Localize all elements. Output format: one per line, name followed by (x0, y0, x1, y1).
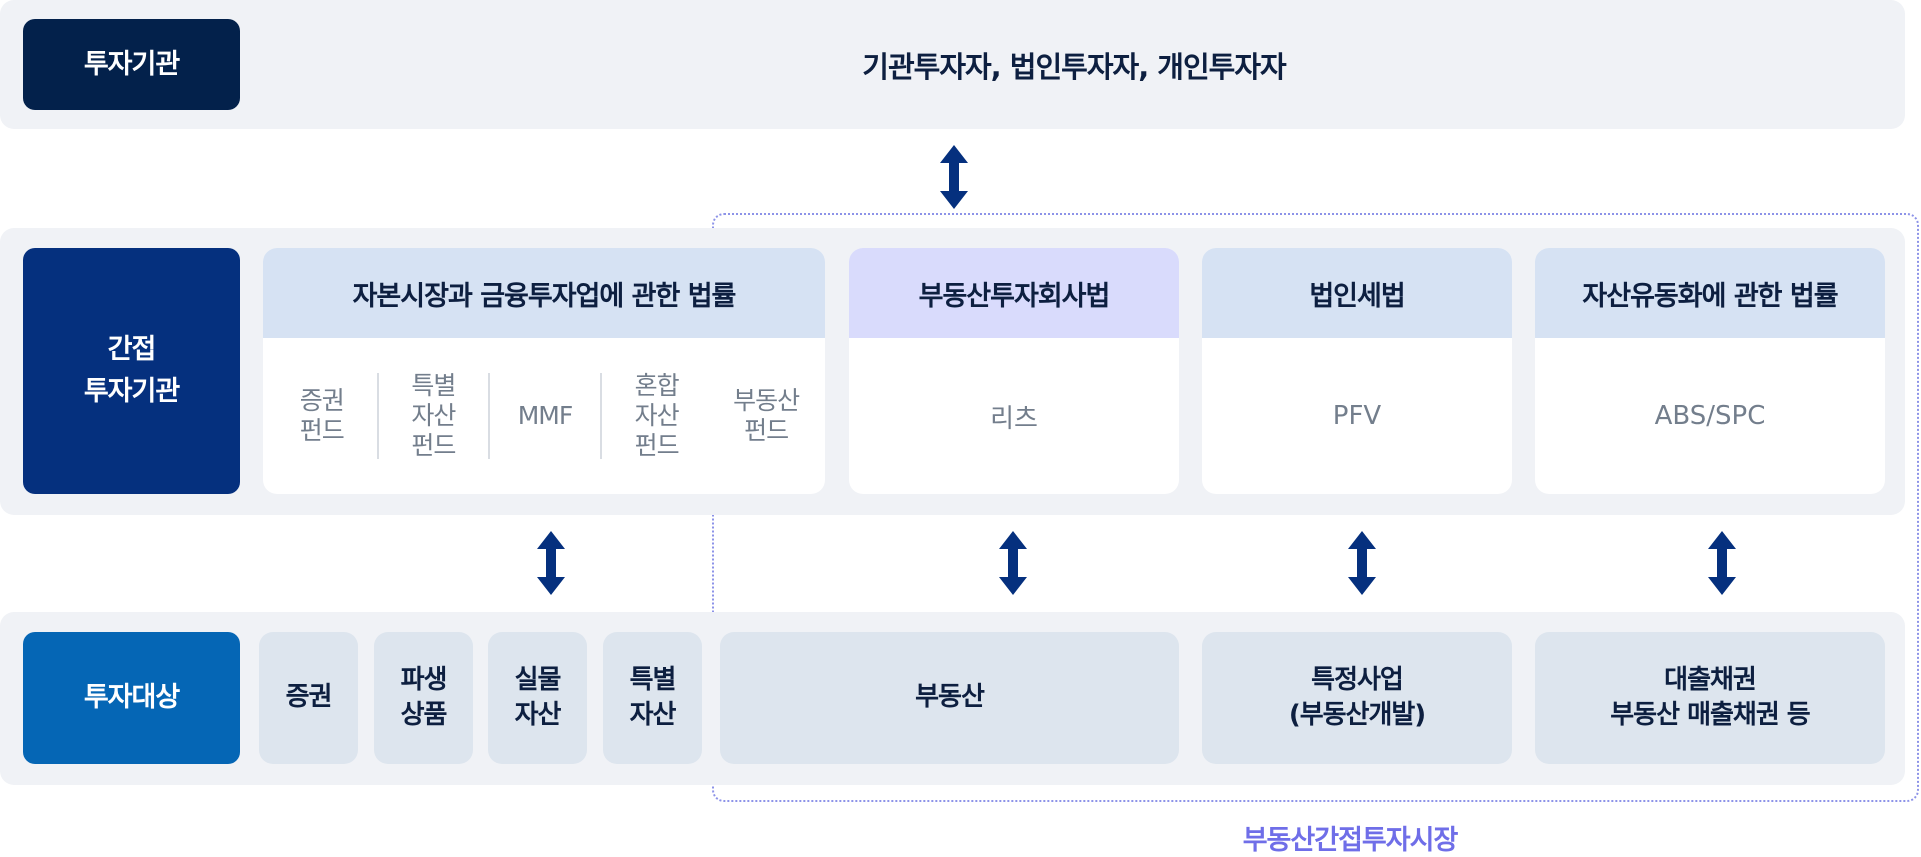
law-title: 자본시장과 금융투자업에 관한 법률 (263, 248, 825, 338)
vehicle-name: PFV (1332, 401, 1382, 431)
double-arrow-icon (537, 531, 565, 595)
law-title: 부동산투자회사법 (849, 248, 1179, 338)
target-row-label: 투자대상 (23, 632, 240, 764)
fund-item: 증권 펀드 (299, 386, 345, 445)
law-title: 법인세법 (1202, 248, 1512, 338)
target-item-securities: 증권 (259, 632, 358, 764)
divider (376, 373, 379, 459)
law-card-asset-securitization-act: 자산유동화에 관한 법률 ABS/SPC (1535, 248, 1885, 494)
fund-item: 특별 자산 펀드 (411, 371, 456, 460)
target-item-loan-receivables: 대출채권 부동산 매출채권 등 (1535, 632, 1885, 764)
law-card-capital-markets: 자본시장과 금융투자업에 관한 법률 증권 펀드 특별 자산 펀드 MMF 혼합… (263, 248, 825, 494)
double-arrow-icon (999, 531, 1027, 595)
divider (488, 373, 491, 459)
investor-row-label: 투자기관 (23, 19, 240, 110)
vehicle-name: ABS/SPC (1654, 401, 1766, 431)
fund-item: 혼합 자산 펀드 (634, 371, 680, 460)
target-item-specific-projects: 특정사업 (부동산개발) (1202, 632, 1512, 764)
divider (599, 373, 602, 459)
target-item-real-estate: 부동산 (720, 632, 1179, 764)
intermediary-row-label: 간접 투자기관 (23, 248, 240, 494)
vehicle-name: 리츠 (990, 403, 1038, 434)
real-estate-indirect-market-label: 부동산간접투자시장 (1242, 825, 1459, 856)
investor-types-text: 기관투자자, 법인투자자, 개인투자자 (862, 49, 1286, 84)
target-item-physical-assets: 실물 자산 (488, 632, 587, 764)
fund-list: 증권 펀드 특별 자산 펀드 MMF 혼합 자산 펀드 부동산 펀드 (263, 338, 825, 494)
double-arrow-icon (1348, 531, 1376, 595)
target-item-derivatives: 파생 상품 (374, 632, 473, 764)
double-arrow-icon (1708, 531, 1736, 595)
law-card-reit-act: 부동산투자회사법 리츠 (849, 248, 1179, 494)
intermediary-label-line2: 투자기관 (83, 376, 180, 407)
fund-item: 부동산 펀드 (733, 386, 800, 445)
law-title: 자산유동화에 관한 법률 (1535, 248, 1885, 338)
double-arrow-icon (940, 145, 968, 209)
target-item-special-assets: 특별 자산 (603, 632, 702, 764)
law-card-corporate-tax-act: 법인세법 PFV (1202, 248, 1512, 494)
fund-item: MMF (517, 401, 574, 430)
investor-row-panel (0, 0, 1905, 129)
intermediary-label-line1: 간접 (107, 334, 157, 366)
